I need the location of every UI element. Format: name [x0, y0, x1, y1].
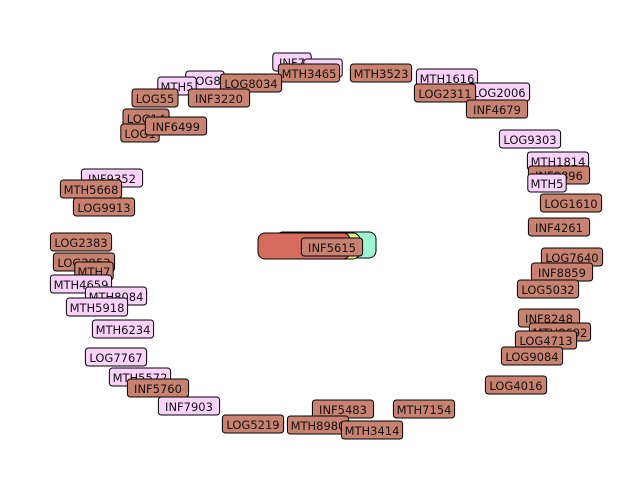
ring-node-box: [126, 378, 190, 398]
ring-node-box: [484, 375, 548, 395]
ring-node-label: MTH5918: [70, 301, 125, 315]
ring-node[interactable]: LOG7767: [84, 347, 148, 367]
ring-node[interactable]: MTH3523: [349, 63, 413, 83]
ring-node-label: INF5760: [134, 382, 182, 396]
center-node-cluster: INF5615: [257, 231, 377, 260]
ring-node-label: MTH7154: [397, 403, 452, 417]
ring-node-label: MTH5: [531, 177, 564, 191]
ring-node-label: LOG2311: [418, 87, 471, 101]
ring-node-box: [516, 279, 580, 299]
ring-node[interactable]: INF6499: [144, 116, 208, 136]
ring-node-box: [72, 197, 136, 217]
ring-node-box: [157, 396, 221, 416]
ring-node-label: MTH6234: [96, 323, 151, 337]
ring-node-label: LOG5032: [521, 283, 574, 297]
ring-node-box: [49, 232, 113, 252]
ring-node-label: LOG1610: [544, 197, 597, 211]
ring-node[interactable]: MTH7154: [392, 399, 456, 419]
ring-node-box: [219, 73, 283, 93]
ring-node-label: MTH5668: [64, 183, 119, 197]
ring-node[interactable]: MTH5918: [65, 297, 129, 317]
ring-node[interactable]: LOG5219: [221, 414, 285, 434]
center-node-box: [300, 237, 364, 257]
ring-node-box: [187, 88, 251, 108]
ring-node-label: LOG4016: [489, 379, 542, 393]
ring-node[interactable]: INF5483: [311, 399, 375, 419]
ring-node[interactable]: LOG5032: [516, 279, 580, 299]
ring-node-label: LOG4713: [519, 334, 572, 348]
ring-node[interactable]: LOG9084: [500, 346, 564, 366]
ring-node-box: [392, 399, 456, 419]
ring-node[interactable]: INF4261: [527, 217, 591, 237]
ring-node[interactable]: LOG9913: [72, 197, 136, 217]
ring-node[interactable]: LOG2311: [413, 83, 477, 103]
ring-node-label: INF7903: [165, 400, 213, 414]
ring-node-box: [500, 346, 564, 366]
ring-node-box: [527, 217, 591, 237]
ring-node-label: INF6499: [152, 120, 200, 134]
ring-node-box: [131, 88, 179, 108]
ring-node-label: LOG55: [136, 92, 175, 106]
ring-node[interactable]: LOG4713: [514, 330, 578, 350]
ring-node-label: MTH3465: [282, 67, 337, 81]
ring-node-label: LOG7640: [545, 251, 598, 265]
ring-node[interactable]: MTH3414: [340, 420, 404, 440]
ring-node-box: [349, 63, 413, 83]
ring-node-label: MTH1616: [420, 72, 475, 86]
ring-node-box: [65, 297, 129, 317]
ring-node[interactable]: MTH3465: [277, 63, 341, 83]
ring-node-label: INF8859: [538, 266, 586, 280]
ring-node-label: LOG2006: [472, 86, 525, 100]
ring-node-box: [413, 83, 477, 103]
ring-node-box: [340, 420, 404, 440]
ring-node-label: INF4679: [473, 103, 521, 117]
ring-node[interactable]: LOG2383: [49, 232, 113, 252]
ring-node[interactable]: MTH5: [527, 173, 567, 193]
ring-node-label: INF5483: [319, 403, 367, 417]
ring-node-label: LOG2383: [54, 236, 107, 250]
ring-node-label: MTH3414: [345, 424, 400, 438]
ring-node-label: LOG9084: [505, 350, 558, 364]
ring-node[interactable]: LOG9303: [498, 129, 562, 149]
ring-node-label: MTH8980: [291, 419, 346, 433]
ring-node-box: [84, 347, 148, 367]
ring-node[interactable]: LOG1610: [539, 193, 603, 213]
ring-node-label: MTH3523: [354, 67, 409, 81]
ring-node-label: INF4261: [535, 221, 583, 235]
ring-node[interactable]: INF3220: [187, 88, 251, 108]
ring-node-box: [277, 63, 341, 83]
ring-node-label: LOG8034: [224, 77, 277, 91]
ring-node[interactable]: MTH8980: [286, 415, 350, 435]
ring-node-box: [498, 129, 562, 149]
ring-node[interactable]: LOG7640: [540, 247, 604, 267]
ring-node-box: [91, 319, 155, 339]
ring-node[interactable]: LOG8034: [219, 73, 283, 93]
ring-node[interactable]: INF7903: [157, 396, 221, 416]
center-node[interactable]: INF5615: [300, 237, 364, 257]
ring-node-box: [539, 193, 603, 213]
ring-node[interactable]: INF4679: [465, 99, 529, 119]
ring-node-label: LOG8: [189, 74, 220, 88]
ring-node[interactable]: INF8859: [530, 262, 594, 282]
ring-node[interactable]: MTH5668: [59, 179, 123, 199]
ring-node-label: LOG9303: [503, 133, 556, 147]
ring-node-box: [144, 116, 208, 136]
ring-node-label: INF3220: [195, 92, 243, 106]
ring-node[interactable]: LOG4016: [484, 375, 548, 395]
center-node-label: INF5615: [308, 241, 356, 255]
ring-node[interactable]: LOG2006: [467, 82, 531, 102]
ring-node-box: [465, 99, 529, 119]
ring-node[interactable]: MTH1616: [415, 68, 479, 88]
ring-node-box: [527, 173, 567, 193]
ring-node[interactable]: LOG55: [131, 88, 179, 108]
ring-node[interactable]: MTH6234: [91, 319, 155, 339]
ring-node-label: LOG7767: [89, 351, 142, 365]
ring-node[interactable]: INF5760: [126, 378, 190, 398]
node-ring: INF7LOG7MTH3465LOG8LOG8034MTH5MTH3523MTH…: [49, 52, 604, 440]
ring-node-label: LOG5219: [226, 418, 279, 432]
ring-node-label: LOG9913: [77, 201, 130, 215]
ring-node-box: [221, 414, 285, 434]
